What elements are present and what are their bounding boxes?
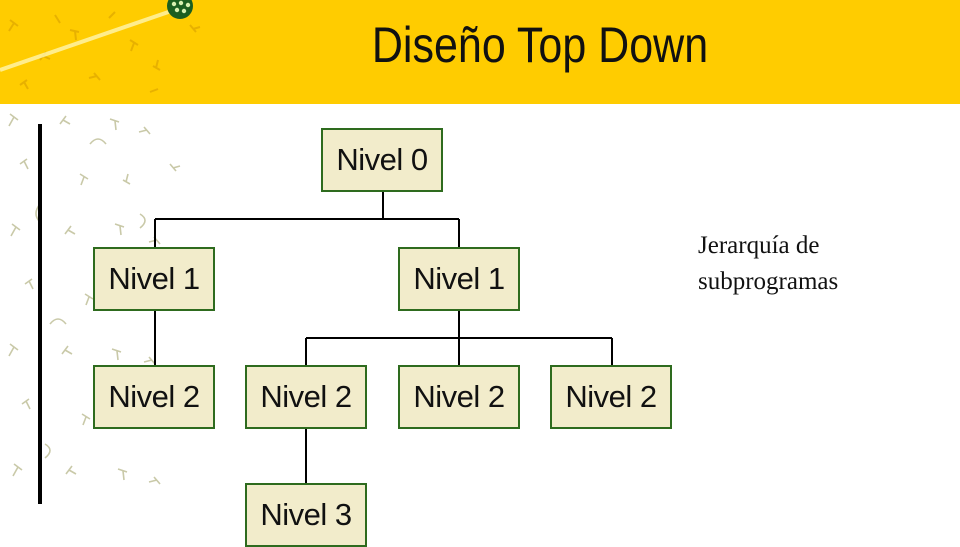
node-level-2-b: Nivel 2 [245,365,367,429]
node-level-2-c: Nivel 2 [398,365,520,429]
node-level-2-a: Nivel 2 [93,365,215,429]
node-level-2-d: Nivel 2 [550,365,672,429]
header-texture-decoration [0,0,201,93]
slide-title: Diseño Top Down [371,17,709,73]
side-rule [38,124,42,504]
hierarchy-note: Jerarquía de subprogramas [698,228,938,300]
note-line-1: Jerarquía de [698,232,820,259]
node-level-1-right: Nivel 1 [398,247,520,311]
title-bar [0,0,960,104]
node-level-1-left: Nivel 1 [93,247,215,311]
hierarchy-connectors [154,192,613,484]
node-level-0: Nivel 0 [321,128,443,192]
note-line-2: subprogramas [698,268,839,295]
node-level-3: Nivel 3 [245,483,367,547]
streak-decoration [0,6,181,72]
